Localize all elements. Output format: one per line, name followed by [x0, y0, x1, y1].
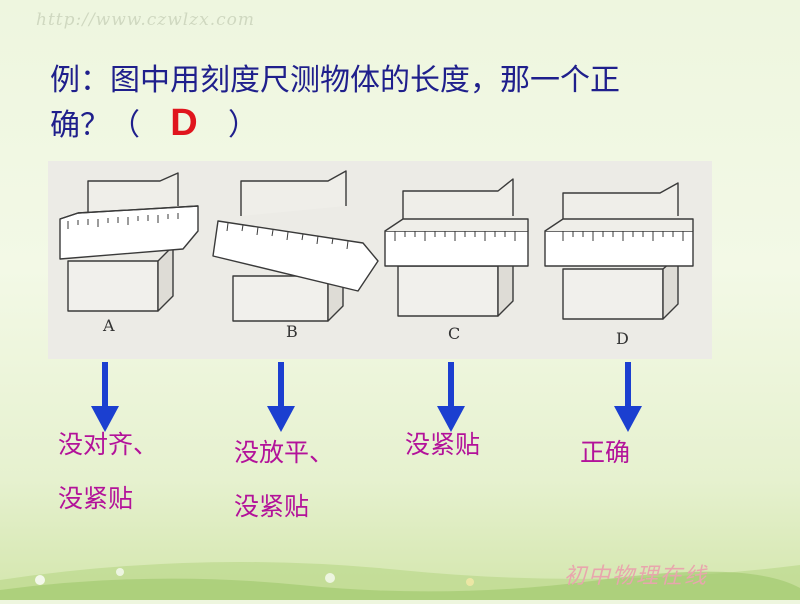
answer-label-b-line2: 没紧贴: [234, 492, 310, 521]
question-line-2-suffix: ）: [228, 108, 258, 143]
ruler-measurement-figure: A B C D: [48, 161, 712, 359]
arrow-down-icon: [437, 362, 465, 432]
panel-a-diagram: [59, 172, 199, 312]
answer-label-b: 没放平、 没紧贴: [234, 426, 334, 534]
arrow-down-icon: [614, 362, 642, 432]
answer-letter: D: [170, 102, 198, 144]
question-line-2-prefix: 确？（: [50, 108, 140, 143]
answer-label-d: 正确: [580, 426, 630, 480]
panel-label-b: B: [286, 322, 298, 341]
panel-label-a: A: [102, 316, 115, 335]
panel-d-diagram: [544, 182, 694, 320]
question-line-2: 确？（ D ）: [50, 102, 770, 147]
answer-label-d-line1: 正确: [580, 438, 631, 467]
answer-label-a-line1: 没对齐、: [58, 430, 159, 459]
arrow-down-icon: [91, 362, 119, 432]
panel-c-diagram: [384, 178, 529, 317]
question-text: 例：图中用刻度尺测物体的长度，那一个正 确？（ D ）: [50, 60, 770, 147]
watermark-url: http://www.czwlzx.com: [36, 10, 256, 30]
panel-label-d: D: [616, 329, 629, 348]
answer-label-a: 没对齐、 没紧贴: [58, 418, 158, 526]
answer-label-a-line2: 没紧贴: [58, 484, 134, 513]
footer-watermark: 初中物理在线: [563, 564, 708, 589]
answer-label-b-line1: 没放平、: [234, 438, 335, 467]
arrow-down-icon: [267, 362, 295, 432]
question-line-1: 例：图中用刻度尺测物体的长度，那一个正: [50, 63, 620, 98]
answer-label-c: 没紧贴: [405, 418, 480, 472]
panel-label-c: C: [448, 324, 460, 343]
panel-b-diagram: [212, 170, 379, 322]
grass-decoration: [0, 510, 800, 600]
answer-label-c-line1: 没紧贴: [405, 430, 481, 459]
